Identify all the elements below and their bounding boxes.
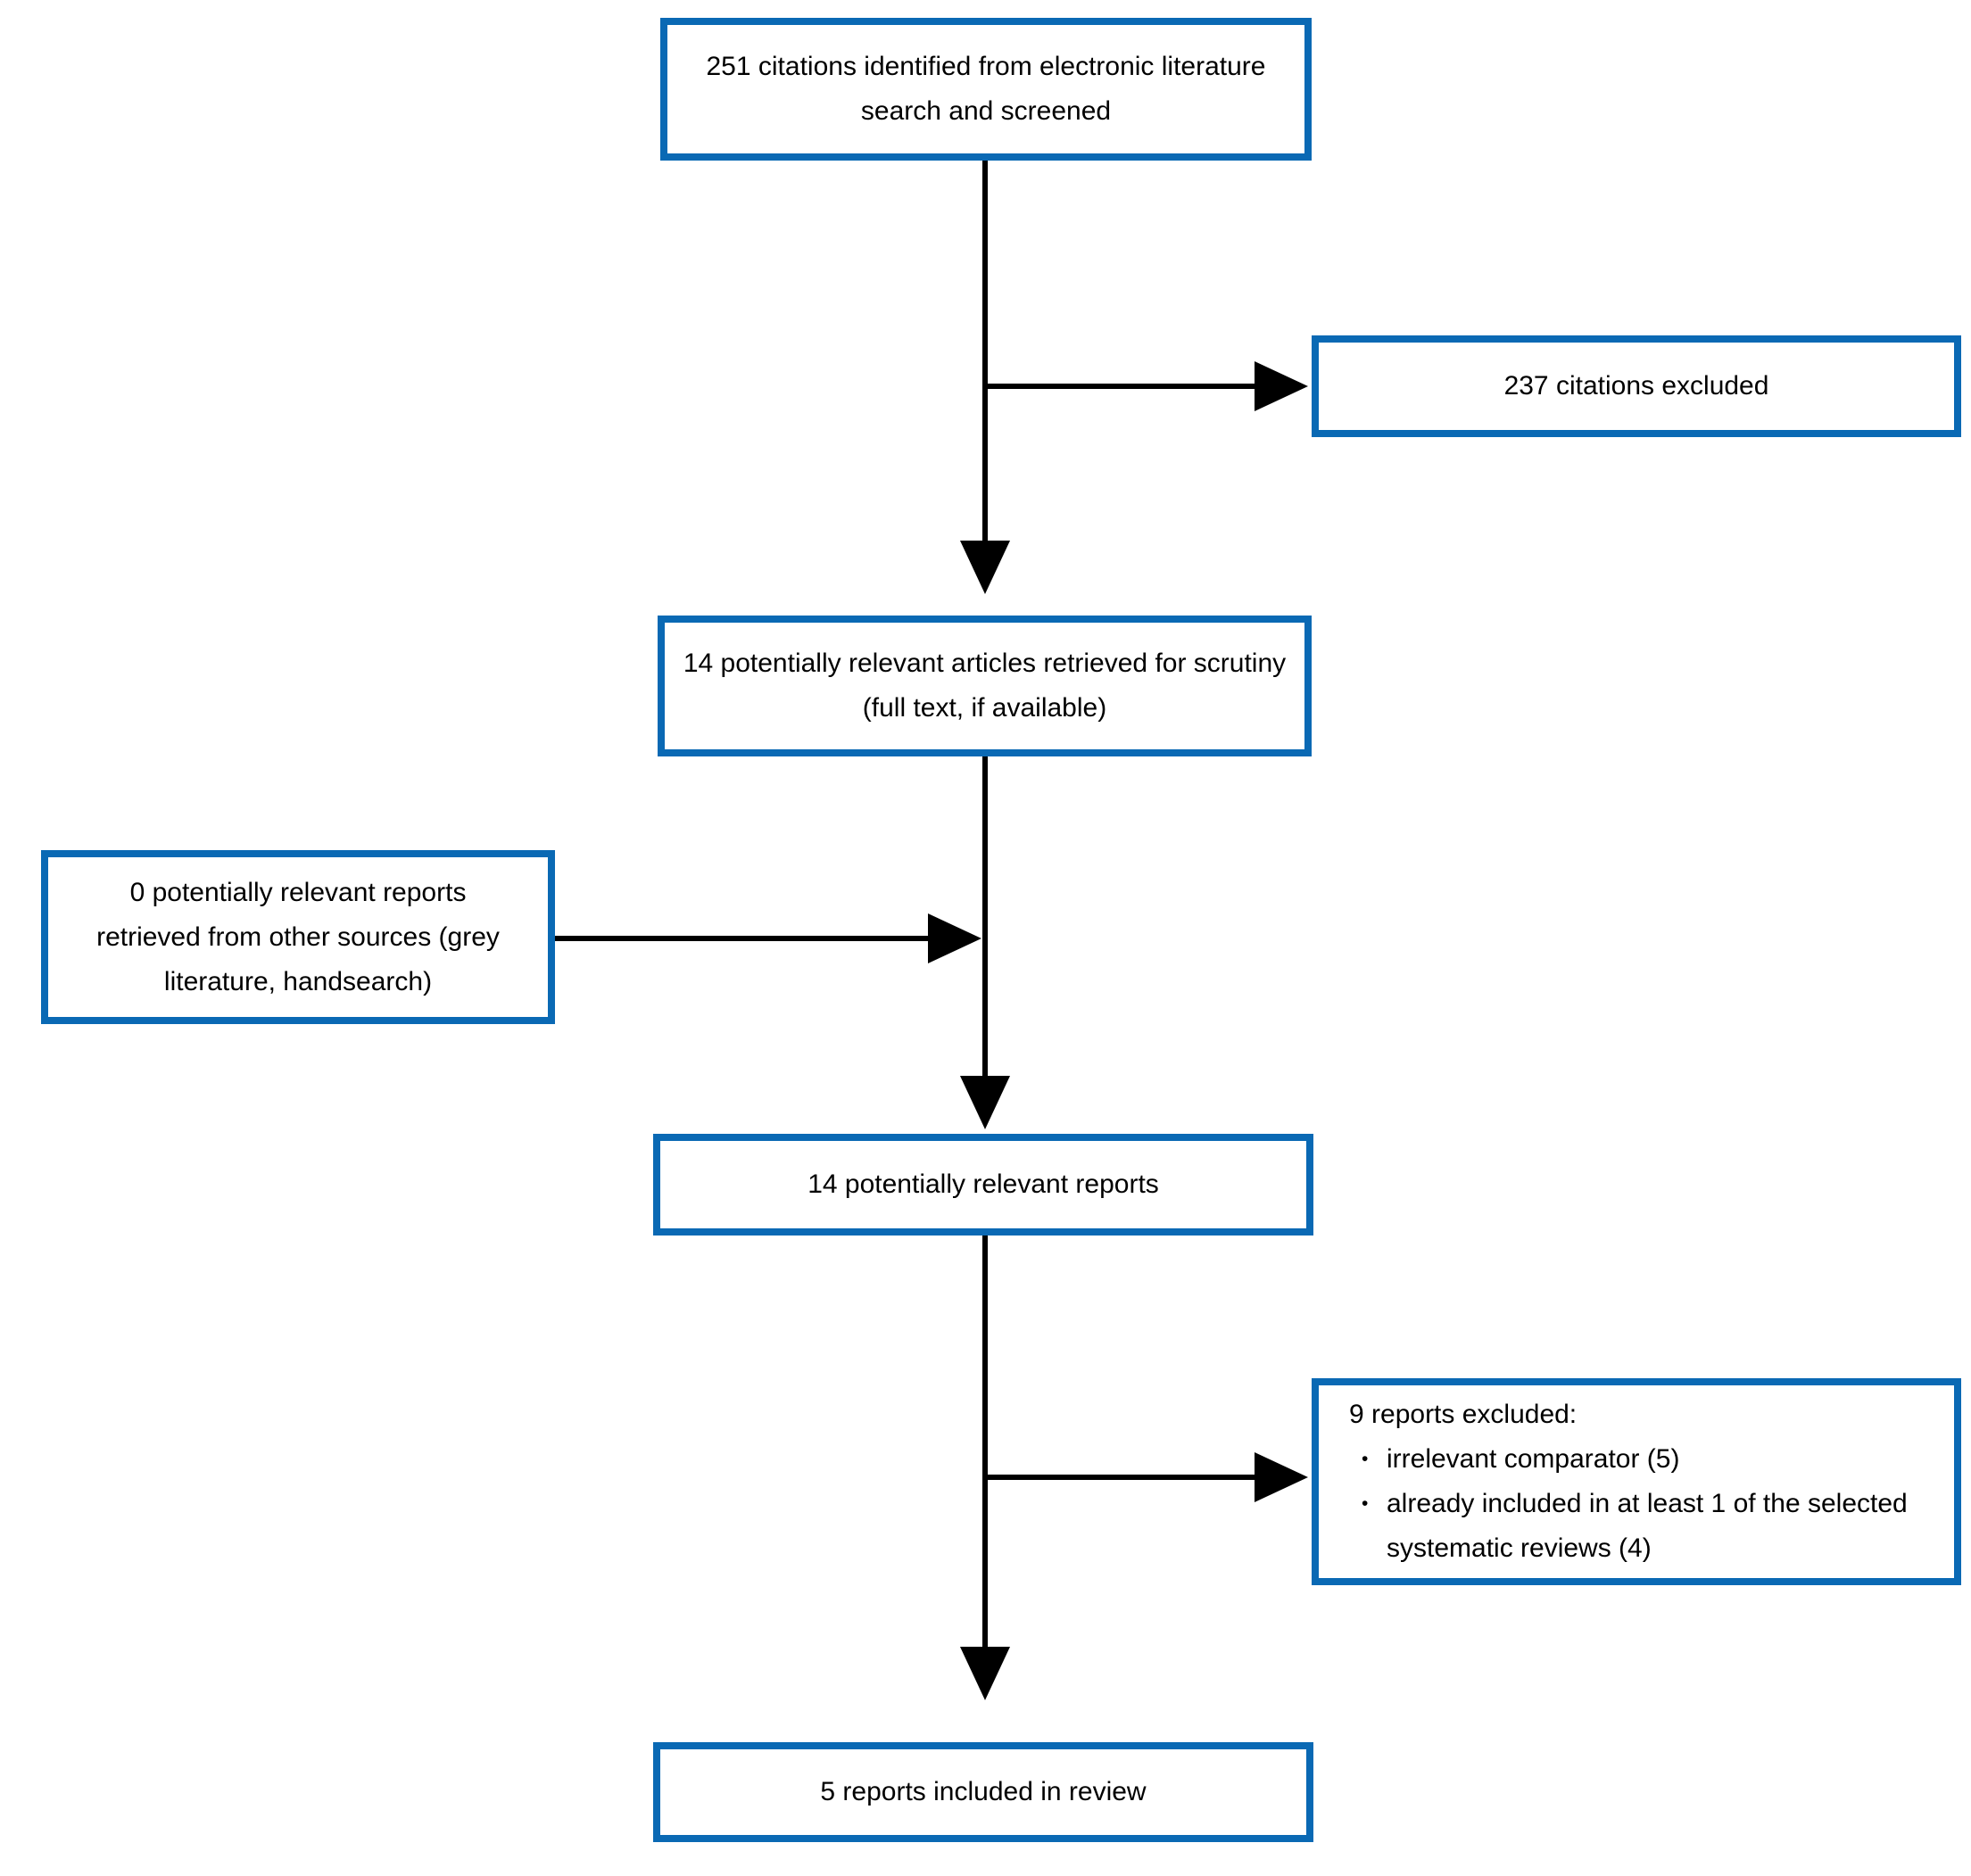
node-reports-included: 5 reports included in review [653, 1742, 1313, 1842]
excluded-reason-text: irrelevant comparator (5) [1387, 1444, 1680, 1474]
node-other-sources: 0 potentially relevant reports retrieved… [41, 850, 555, 1024]
node-reports-excluded: 9 reports excluded: • irrelevant compara… [1312, 1378, 1961, 1585]
node-citations-excluded: 237 citations excluded [1312, 335, 1961, 437]
node-articles-retrieved-label: 14 potentially relevant articles retriev… [683, 649, 1287, 723]
node-citations-excluded-label: 237 citations excluded [1503, 371, 1769, 401]
node-citations-screened-label: 251 citations identified from electronic… [706, 52, 1266, 126]
node-relevant-reports-label: 14 potentially relevant reports [807, 1169, 1159, 1199]
connector-retrieved-to-relevant-line [982, 756, 988, 1076]
node-reports-excluded-heading: 9 reports excluded: [1349, 1400, 1578, 1429]
connector-screened-to-retrieved-line [982, 161, 988, 541]
connector-relevant-to-included-line [982, 1236, 988, 1647]
connector-to-citations-excluded-line [985, 384, 1255, 389]
node-articles-retrieved: 14 potentially relevant articles retriev… [658, 616, 1312, 756]
node-other-sources-label: 0 potentially relevant reports retrieved… [96, 877, 500, 996]
node-reports-excluded-content: 9 reports excluded: • irrelevant compara… [1349, 1393, 1931, 1571]
arrowhead-down-icon [960, 1647, 1010, 1700]
excluded-reason-item: • irrelevant comparator (5) [1349, 1437, 1931, 1482]
arrowhead-down-icon [960, 541, 1010, 594]
excluded-reason-text: already included in at least 1 of the se… [1387, 1489, 1908, 1563]
bullet-icon: • [1362, 1449, 1369, 1469]
node-relevant-reports: 14 potentially relevant reports [653, 1134, 1313, 1236]
connector-to-reports-excluded-line [985, 1475, 1255, 1480]
arrowhead-down-icon [960, 1076, 1010, 1129]
bullet-icon: • [1362, 1493, 1369, 1514]
arrowhead-right-icon [1255, 361, 1308, 411]
connector-other-sources-line [555, 936, 928, 941]
excluded-reason-item: • already included in at least 1 of the … [1349, 1482, 1931, 1571]
arrowhead-right-icon [1255, 1452, 1308, 1502]
node-citations-screened: 251 citations identified from electronic… [660, 18, 1312, 161]
node-reports-included-label: 5 reports included in review [820, 1777, 1147, 1806]
arrowhead-right-icon [928, 913, 981, 963]
